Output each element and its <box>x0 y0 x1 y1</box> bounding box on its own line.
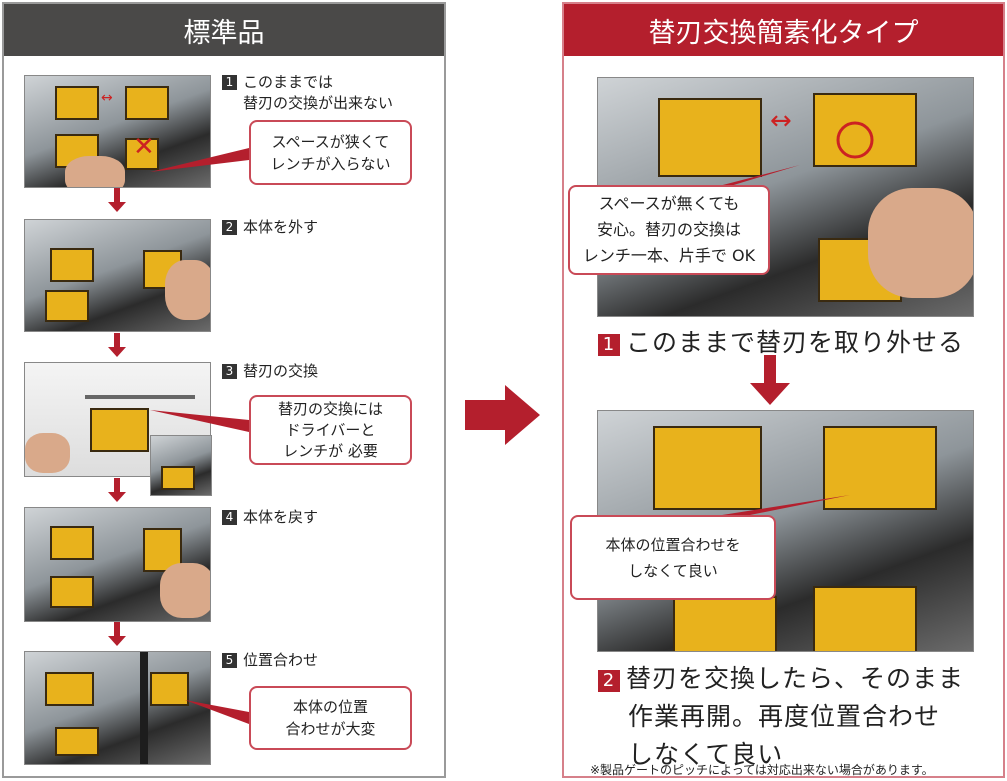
highlight-circle <box>836 121 874 159</box>
callout-text: 本体の位置合わせを <box>605 535 741 554</box>
down-arrow <box>750 355 790 405</box>
down-arrow-shaft <box>114 478 120 492</box>
left-step-5: 5 位置合わせ <box>222 650 318 671</box>
left-step-3: 3 替刃の交換 <box>222 361 318 382</box>
standard-product-panel: 標準品 <box>2 2 446 778</box>
double-arrow-icon: ↔ <box>101 90 113 106</box>
callout-text: スペースが無くても <box>598 194 740 213</box>
down-arrow-shaft <box>114 622 120 636</box>
simplified-photo-2 <box>597 410 974 652</box>
simplified-photo-1: ↔ <box>597 77 974 317</box>
step-text: このままで替刃を取り外せる <box>626 328 965 357</box>
step-text: 作業再開。再度位置合わせ <box>628 702 941 731</box>
step-number: 2 <box>222 220 237 235</box>
down-arrow-icon <box>108 636 126 646</box>
step-text: 本体を外す <box>243 218 319 236</box>
step5-photo <box>24 651 211 765</box>
callout-text: ドライバーと <box>285 420 376 439</box>
step3-inset-photo <box>150 435 212 496</box>
callout-one-wrench: スペースが無くても安心。替刃の交換はレンチ一本、片手で OK <box>568 185 770 275</box>
callout-text: レンチが入らない <box>270 154 391 173</box>
simplified-header: 替刃交換簡素化タイプ <box>564 4 1003 56</box>
step-text: 替刃の交換が出来ない <box>243 94 394 112</box>
right-step-2: 2 替刃を交換したら、そのまま作業再開。再度位置合わせしなくて良い <box>598 660 964 774</box>
step-number: 3 <box>222 364 237 379</box>
callout-text: レンチが 必要 <box>283 441 378 460</box>
callout-text: 安心。替刃の交換は <box>596 220 741 239</box>
double-arrow-icon: ↔ <box>770 106 792 136</box>
step-number: 1 <box>222 75 237 90</box>
down-arrow-shaft <box>114 188 120 202</box>
callout-text: スペースが狭くて <box>271 132 390 151</box>
callout-text: レンチ一本、片手で OK <box>582 246 756 265</box>
callout-text: 合わせが大変 <box>285 720 376 738</box>
step1-photo: ✕ ↔ <box>24 75 211 188</box>
step-number: 1 <box>598 334 620 356</box>
step-number: 2 <box>598 670 620 692</box>
step-text: 替刃を交換したら、そのまま <box>626 664 965 693</box>
step-number: 4 <box>222 510 237 525</box>
down-arrow-icon <box>108 347 126 357</box>
x-mark-icon: ✕ <box>133 132 155 162</box>
callout-alignment-hard: 本体の位置合わせが大変 <box>249 686 412 750</box>
standard-header: 標準品 <box>4 4 444 56</box>
step2-photo <box>24 219 211 332</box>
step-number: 5 <box>222 653 237 668</box>
step-text: しなくて良い <box>628 740 784 769</box>
down-arrow-icon <box>108 202 126 212</box>
right-step-1: 1 このままで替刃を取り外せる <box>598 324 964 362</box>
step-text: 替刃の交換 <box>243 362 319 380</box>
step-text: このままでは <box>243 73 334 91</box>
down-arrow-shaft <box>114 333 120 347</box>
step-text: 位置合わせ <box>243 651 319 669</box>
step-text: 本体を戻す <box>243 508 319 526</box>
callout-text: しなくて良い <box>628 561 718 580</box>
callout-text: 本体の位置 <box>292 698 368 716</box>
left-step-4: 4 本体を戻す <box>222 507 318 528</box>
callout-no-alignment: 本体の位置合わせをしなくて良い <box>570 515 776 600</box>
left-step-2: 2 本体を外す <box>222 217 318 238</box>
callout-tools-needed: 替刃の交換にはドライバーとレンチが 必要 <box>249 395 412 465</box>
step4-photo <box>24 507 211 622</box>
callout-space-narrow: スペースが狭くてレンチが入らない <box>249 120 412 185</box>
simplified-type-panel: 替刃交換簡素化タイプ <box>562 2 1005 778</box>
left-step-1: 1 このままでは替刃の交換が出来ない <box>222 72 393 114</box>
footnote: ※製品ゲートのピッチによっては対応出来ない場合があります。 <box>590 763 934 777</box>
callout-text: 替刃の交換には <box>277 399 383 418</box>
down-arrow-icon <box>108 492 126 502</box>
big-right-arrow <box>465 385 540 445</box>
